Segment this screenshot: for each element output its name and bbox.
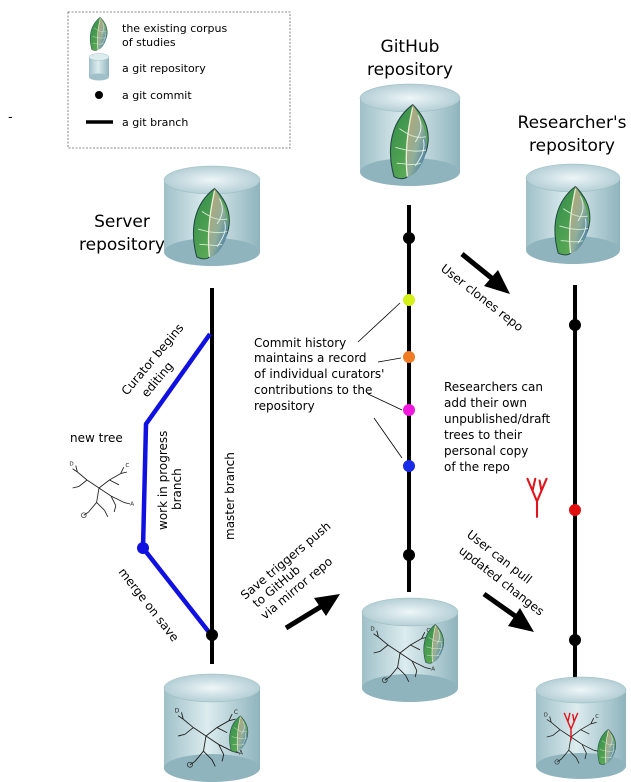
merge-on-save-label: merge on save — [116, 565, 182, 644]
clone-arrow — [460, 252, 510, 294]
server-repository-updated-cylinder — [163, 673, 261, 782]
github-commit-1 — [403, 232, 415, 244]
github-title-line1: GitHub — [381, 37, 440, 57]
work-branch-line1: work in progress — [156, 431, 170, 530]
server-title-line2: repository — [79, 235, 165, 255]
commit-history-line1: Commit history — [254, 336, 346, 350]
github-commit-blue — [403, 460, 415, 472]
server-title-line1: Server — [94, 212, 150, 232]
commit-history-pointers — [357, 302, 403, 459]
researchers-can-line4: trees to their — [444, 428, 522, 442]
researchers-can-line3: unpublished/draft — [444, 412, 551, 426]
commit-history-line5: repository — [254, 399, 315, 413]
researcher-commit-pull — [569, 634, 581, 646]
researcher-commit-draft — [569, 504, 581, 516]
github-repository-cylinder — [359, 83, 461, 186]
researcher-repository-cylinder — [525, 163, 621, 264]
legend-corpus-line1: the existing corpus — [122, 22, 227, 35]
legend-corpus-line2: of studies — [122, 36, 176, 49]
draft-tree-icon — [526, 477, 548, 519]
work-in-progress-branch — [140, 332, 214, 638]
github-commit-yellow — [403, 294, 415, 306]
commit-history-line4: contributions to the — [254, 383, 372, 397]
merge-commit — [206, 629, 218, 641]
github-title-line2: repository — [367, 60, 453, 80]
new-tree-phylogeny-icon — [68, 461, 135, 519]
researchers-can-line1: Researchers can — [444, 380, 543, 394]
legend-commit: a git commit — [122, 89, 192, 102]
researcher-title-line1: Researcher's — [518, 113, 627, 133]
master-branch-label: master branch — [223, 452, 237, 540]
work-branch-commit — [137, 542, 149, 554]
researchers-can-line5: personal copy — [444, 444, 528, 458]
pull-arrow — [482, 591, 534, 632]
new-tree-label: new tree — [70, 431, 123, 445]
commit-dot-icon — [95, 91, 103, 99]
researchers-can-line6: of the repo — [444, 460, 510, 474]
researcher-title-line2: repository — [529, 136, 615, 156]
push-arrow — [284, 594, 340, 631]
legend-branch: a git branch — [122, 116, 188, 129]
stray-mark: - — [8, 110, 13, 125]
work-branch-line2: branch — [170, 468, 184, 510]
legend: the existing corpus of studies a git rep… — [67, 11, 291, 149]
researcher-repository-updated-cylinder — [535, 676, 627, 779]
researcher-commit-1 — [569, 319, 581, 331]
researchers-can-line2: add their own — [444, 396, 527, 410]
github-commit-magenta — [403, 404, 415, 416]
github-repository-updated-cylinder — [361, 597, 459, 702]
commit-history-line3: of individual curators' — [254, 367, 384, 381]
server-repository-cylinder — [163, 165, 261, 266]
github-commit-orange — [403, 351, 415, 363]
commit-history-line2: maintains a record — [254, 351, 367, 365]
legend-repository: a git repository — [122, 62, 206, 75]
github-commit-last — [403, 549, 415, 561]
repository-icon — [88, 53, 110, 81]
